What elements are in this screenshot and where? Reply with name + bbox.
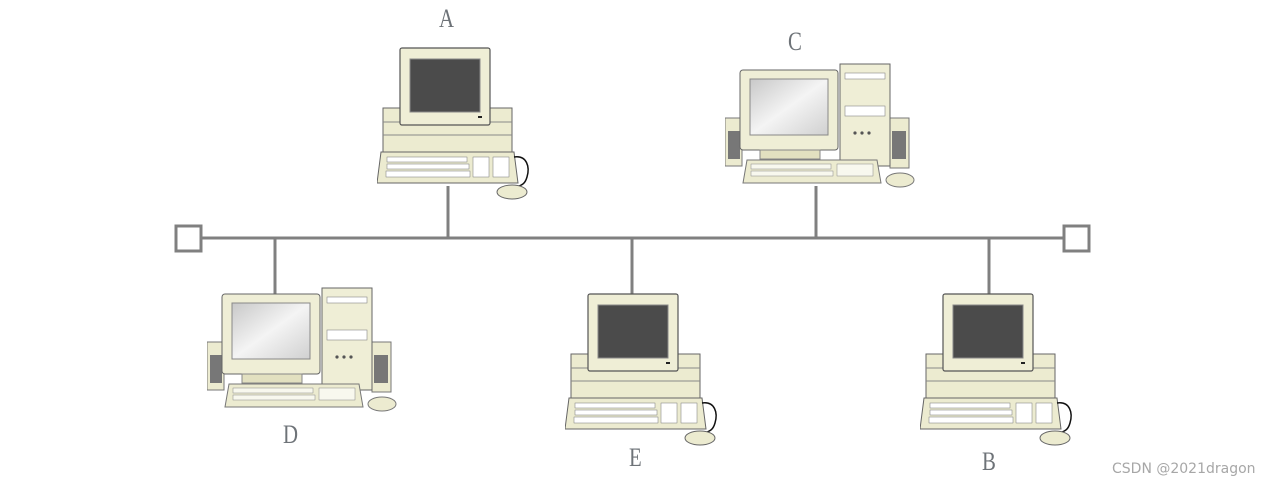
computer-b-icon [920, 294, 1071, 445]
node-label-e: E [629, 443, 642, 472]
right-terminator [1062, 224, 1091, 253]
computer-a-icon [377, 48, 528, 199]
bus-cable [201, 186, 1063, 295]
node-label-b: B [982, 447, 996, 476]
watermark: CSDN @2021dragon [1112, 461, 1256, 477]
computer-c-icon [725, 64, 914, 187]
left-terminator [174, 224, 203, 253]
computer-e-icon [565, 294, 716, 445]
node-label-c: C [788, 27, 802, 56]
node-label-d: D [283, 420, 299, 449]
node-label-a: A [439, 4, 455, 33]
computer-d-icon [207, 288, 396, 411]
